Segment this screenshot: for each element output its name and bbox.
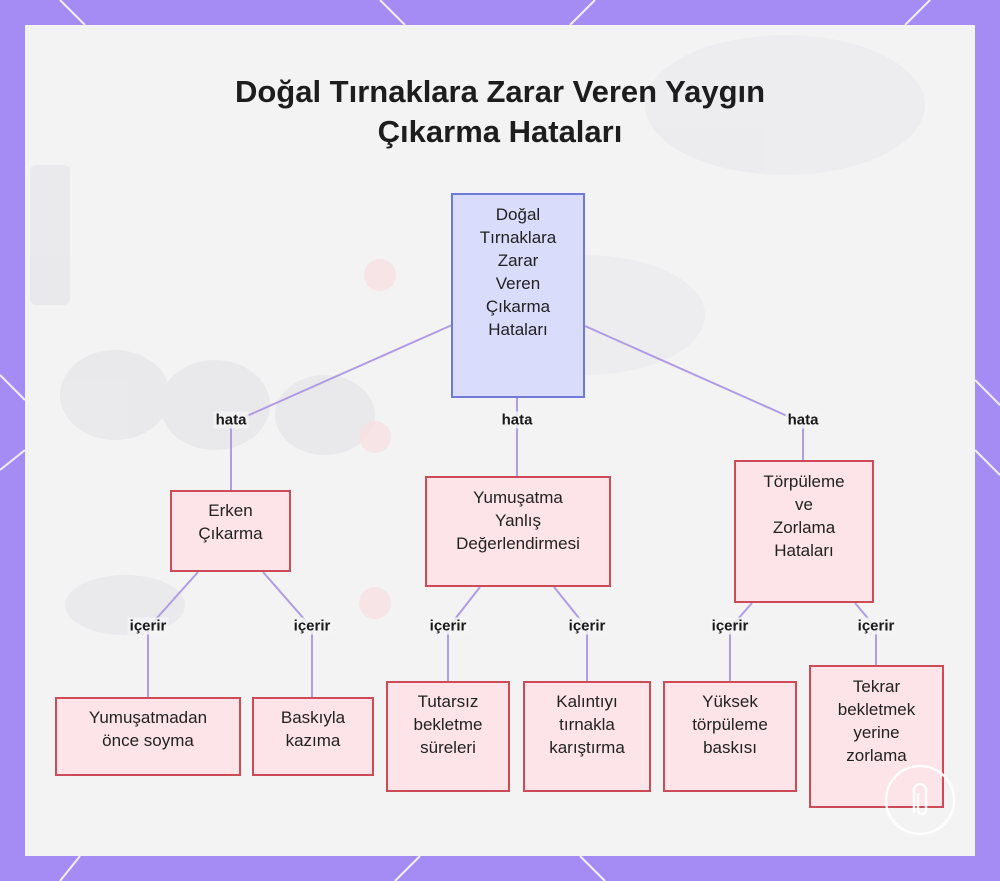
leaf-node-baskiyla-kazima: Baskıyla kazıma (252, 697, 374, 776)
node-text-line: Tutarsız (417, 692, 479, 711)
node-text-line: Tekrar (852, 677, 901, 696)
edge-torpuleme-child1 (729, 602, 753, 681)
node-text-line: Değerlendirmesi (456, 534, 580, 553)
edge-label-icerir: içerir (427, 617, 469, 635)
node-text-line: Doğal (495, 205, 541, 224)
node-text-line: törpüleme (692, 715, 768, 734)
node-text-line: zorlama (846, 746, 907, 765)
node-text-line: karıştırma (549, 738, 625, 757)
node-text-line: bekletmek (837, 700, 916, 719)
edge-label-icerir: içerir (291, 617, 333, 635)
category-node-yumusatma: Yumuşatma Yanlış Değerlendirmesi (425, 476, 611, 587)
edge-erken-child2 (262, 571, 313, 697)
node-text-line: Yumuşatma (473, 488, 563, 507)
node-text-line: tırnakla (559, 715, 615, 734)
leaf-node-kalintiyi-karistirma: Kalıntıyı tırnakla karıştırma (523, 681, 651, 792)
edge-label-icerir: içerir (855, 617, 897, 635)
node-text-line: Yanlış (495, 511, 541, 530)
node-text-line: Zorlama (772, 518, 836, 537)
edge-erken-child1 (147, 571, 199, 697)
node-text-line: Yumuşatmadan (88, 708, 208, 727)
node-text-line: Veren (495, 274, 541, 293)
root-node: Doğal Tırnaklara Zarar Veren Çıkarma Hat… (451, 193, 585, 398)
node-text-line: önce soyma (102, 731, 194, 750)
node-text-line: baskısı (703, 738, 757, 757)
background-watermark (30, 35, 925, 635)
node-text-line: Baskıyla (280, 708, 346, 727)
node-text-line: Çıkarma (485, 297, 551, 316)
category-node-erken-cikarma: Erken Çıkarma (170, 490, 291, 572)
node-text-line: Erken (208, 501, 253, 520)
node-text-line: Tırnaklara (479, 228, 557, 247)
edge-root-erken (230, 324, 453, 490)
node-text-line: Törpüleme (763, 472, 845, 491)
title-line: Doğal Tırnaklara Zarar Veren Yaygın (234, 74, 766, 109)
node-text-line: yerine (853, 723, 900, 742)
node-text-line: Hataları (774, 541, 834, 560)
edge-label-icerir: içerir (566, 617, 608, 635)
title-line: Çıkarma Hataları (377, 114, 623, 149)
leaf-node-yuksek-torpuleme: Yüksek törpüleme baskısı (663, 681, 797, 792)
node-text-line: süreleri (420, 738, 476, 757)
edge-label-hata: hata (785, 411, 821, 429)
node-text-line: Yüksek (702, 692, 758, 711)
category-node-torpuleme: Törpüleme ve Zorlama Hataları (734, 460, 874, 603)
node-text-line: Hataları (488, 320, 548, 339)
node-text-line: Çıkarma (198, 524, 263, 543)
leaf-node-tutarsiz-bekletme: Tutarsız bekletme süreleri (386, 681, 510, 792)
edge-label-hata: hata (499, 411, 535, 429)
diagram-title: Doğal Tırnaklara Zarar Veren Yaygın Çıka… (0, 72, 1000, 152)
node-text-line: Zarar (497, 251, 539, 270)
node-text-line: bekletme (413, 715, 483, 734)
node-text-line: ve (795, 495, 813, 514)
node-text-line: kazıma (285, 731, 341, 750)
edge-label-hata: hata (213, 411, 249, 429)
paperclip-badge-icon (884, 764, 956, 836)
leaf-node-tekrar-bekletmek: Tekrar bekletmek yerine zorlama (809, 665, 944, 808)
edge-label-icerir: içerir (127, 617, 169, 635)
edge-root-torpuleme (584, 325, 804, 460)
node-text-line: Kalıntıyı (556, 692, 618, 711)
leaf-node-yumusatmadan-soyma: Yumuşatmadan önce soyma (55, 697, 241, 776)
edge-label-icerir: içerir (709, 617, 751, 635)
